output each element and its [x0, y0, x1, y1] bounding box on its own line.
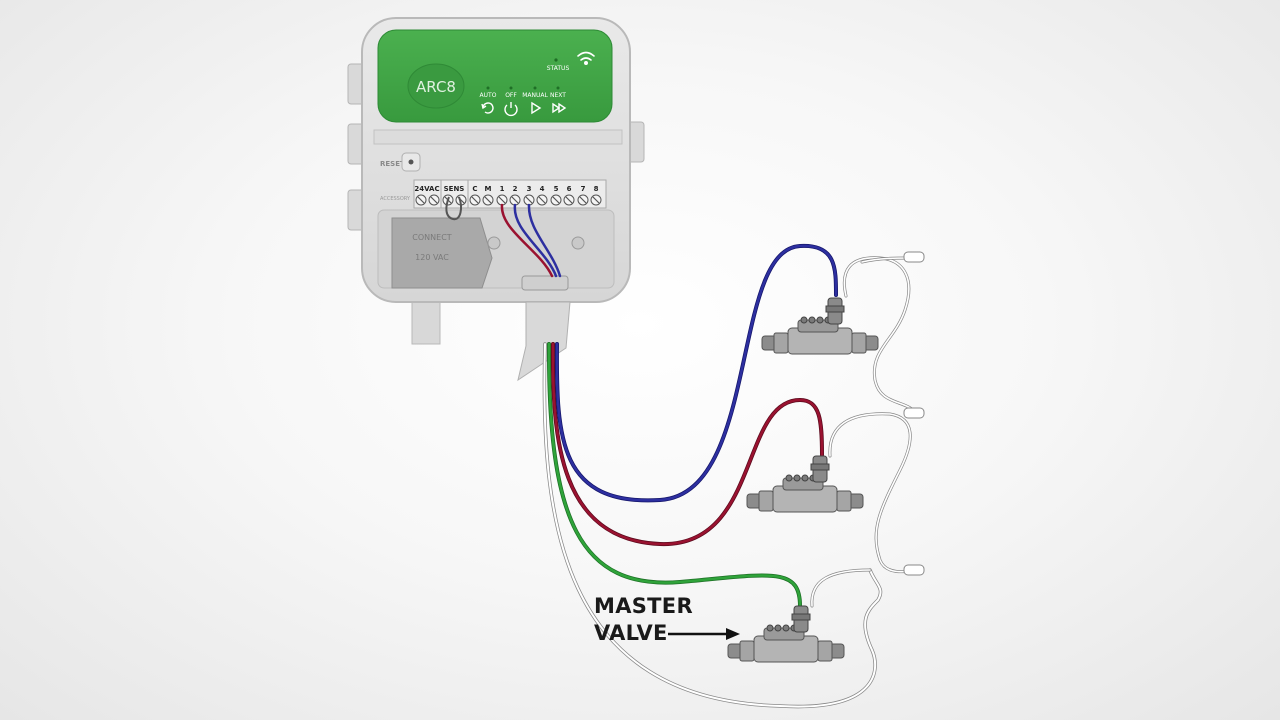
- pipe-fitting: [739, 640, 755, 662]
- transformer-text-2: 120 VAC: [415, 253, 449, 262]
- play-icon: [531, 101, 542, 115]
- screw-slot: [538, 196, 546, 204]
- transformer-cover: [391, 217, 493, 289]
- bonnet-screw: [766, 624, 774, 632]
- terminal-screws: [415, 194, 602, 206]
- master-valve-arrow: [668, 628, 740, 640]
- screw-slot: [592, 196, 600, 204]
- screw-slot: [552, 196, 560, 204]
- bonnet-screw: [801, 474, 809, 482]
- screw-slot: [511, 196, 519, 204]
- transformer-text-1: CONNECT: [412, 233, 451, 242]
- mount-leg: [411, 295, 441, 345]
- screw-slot: [498, 196, 506, 204]
- screw-slot: [565, 196, 573, 204]
- status-label: STATUS: [547, 65, 570, 72]
- pipe-fitting: [836, 490, 852, 512]
- valve-zone-1: [761, 297, 879, 355]
- wire-connectors: [903, 251, 925, 576]
- terminal-label-4: 4: [540, 185, 545, 193]
- button-manual[interactable]: MANUAL: [522, 86, 548, 115]
- reset-button[interactable]: [401, 152, 421, 172]
- wire-nut: [903, 251, 925, 263]
- terminal-label-2: 2: [513, 185, 518, 193]
- bonnet-screw: [785, 474, 793, 482]
- bonnet-screw: [774, 624, 782, 632]
- screw-slot: [430, 196, 438, 204]
- logo-badge: [407, 63, 465, 109]
- solenoid-ring: [825, 305, 845, 313]
- field-wires: [500, 203, 917, 709]
- terminal-label-24vac: 24VAC: [414, 185, 439, 193]
- screw-slot: [484, 196, 492, 204]
- fast-forward-icon: [552, 102, 567, 114]
- auto-label: AUTO: [480, 92, 497, 99]
- callout-line-2: VALVE: [594, 621, 668, 645]
- screw-slot: [525, 196, 533, 204]
- red-internal-wire: [500, 203, 554, 278]
- master-valve: [727, 605, 845, 663]
- pipe-fitting: [851, 332, 867, 354]
- terminal-label-m: M: [485, 185, 492, 193]
- terminal-label-3: 3: [527, 185, 532, 193]
- mount-screw: [487, 236, 501, 250]
- terminal-label-5: 5: [554, 185, 559, 193]
- pipe-fitting: [817, 640, 833, 662]
- screw-slot: [579, 196, 587, 204]
- bonnet-screw: [816, 316, 824, 324]
- valves: [727, 297, 879, 663]
- solenoid-ring: [791, 613, 811, 621]
- white-common-jumper: [843, 257, 916, 413]
- controller: ARC8 STATUS AUTO OFF M: [347, 17, 645, 345]
- bonnet-screw: [793, 474, 801, 482]
- wifi-icon: [577, 51, 595, 65]
- next-label: NEXT: [550, 92, 566, 99]
- reset-label: RESET: [380, 160, 405, 168]
- wire-nut: [903, 407, 925, 419]
- green-master-wire: [547, 342, 802, 608]
- sensor-jumper: [445, 196, 462, 221]
- screw-slot: [417, 196, 425, 204]
- pipe-fitting: [773, 332, 789, 354]
- cable-clamp: [521, 275, 569, 291]
- white-common-jumper: [811, 569, 871, 607]
- white-common-wire: [543, 343, 882, 708]
- status-led: [554, 58, 558, 62]
- button-next[interactable]: NEXT: [550, 86, 567, 114]
- model-name: ARC8: [416, 78, 456, 96]
- solenoid-ring: [810, 463, 830, 471]
- terminal-label-c: C: [472, 185, 477, 193]
- terminal-label-7: 7: [581, 185, 586, 193]
- master-valve-callout: MASTER VALVE: [594, 593, 724, 647]
- wire-nut: [903, 564, 925, 576]
- accessory-label: ACCESSORY: [380, 196, 411, 202]
- valve-zone-2: [746, 455, 864, 513]
- power-icon: [504, 102, 518, 117]
- screw-slot: [471, 196, 479, 204]
- terminal-label-1: 1: [500, 185, 505, 193]
- pipe-fitting: [758, 490, 774, 512]
- manual-label: MANUAL: [522, 92, 548, 99]
- button-off[interactable]: OFF: [504, 86, 518, 117]
- blue-internal-wire: [513, 203, 558, 278]
- white-common-jumper: [829, 413, 916, 573]
- hinge-strip: [373, 129, 623, 145]
- terminal-label-8: 8: [594, 185, 599, 193]
- off-label: OFF: [505, 92, 517, 99]
- bonnet-screw: [782, 624, 790, 632]
- terminal-label-6: 6: [567, 185, 572, 193]
- bonnet-screw: [800, 316, 808, 324]
- refresh-icon: [481, 102, 494, 114]
- button-auto[interactable]: AUTO: [480, 86, 497, 114]
- blue-zone-wire: [555, 244, 838, 502]
- mount-screw: [571, 236, 585, 250]
- callout-line-1: MASTER: [594, 594, 693, 618]
- blue-internal-wire: [527, 203, 562, 278]
- terminal-label-sens: SENS: [444, 185, 465, 193]
- bonnet-screw: [808, 316, 816, 324]
- red-zone-wire: [551, 342, 824, 546]
- conduit: [517, 301, 571, 382]
